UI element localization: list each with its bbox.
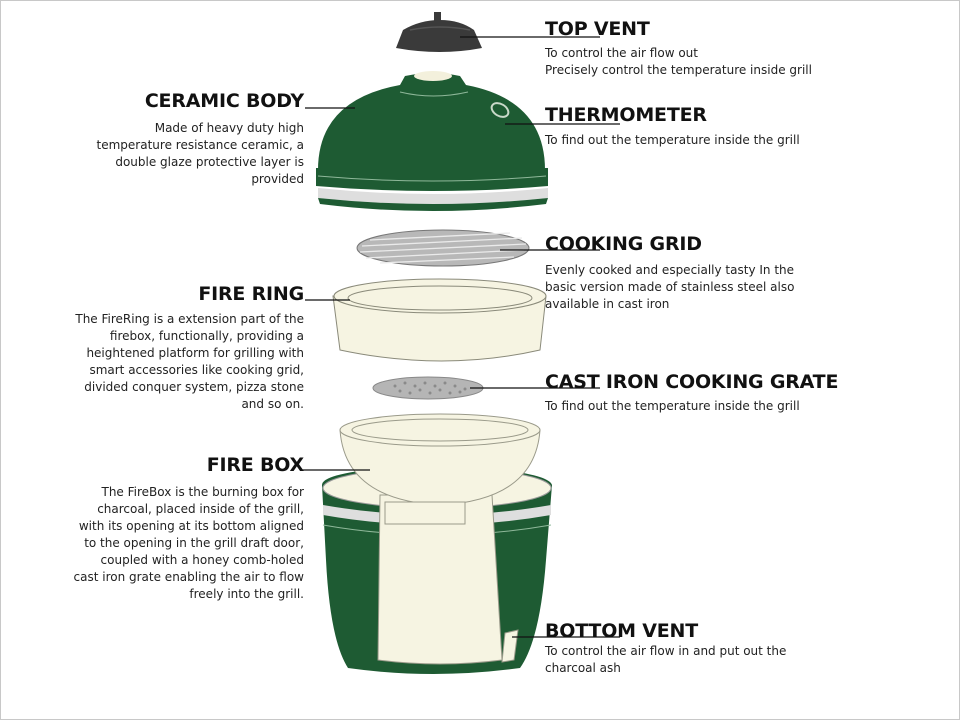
ceramic-body-title: CERAMIC BODY	[144, 90, 304, 112]
thermometer-desc: To find out the temperature inside the g…	[545, 133, 800, 147]
fire-ring-desc: The FireRing is a extension part of the …	[75, 312, 304, 411]
cooking-grid-title: COOKING GRID	[545, 233, 702, 255]
top-vent-desc: To control the air flow out Precisely co…	[545, 46, 812, 77]
bottom-vent-desc: To control the air flow in and put out t…	[545, 644, 787, 675]
cast-iron-grate-title: CAST IRON COOKING GRATE	[545, 371, 839, 393]
top-vent-icon	[396, 12, 482, 52]
cast-iron-grate-desc: To find out the temperature inside the g…	[545, 399, 800, 413]
fire-ring-title: FIRE RING	[198, 283, 304, 305]
fire-ring-icon	[332, 278, 547, 362]
fire-box-title: FIRE BOX	[206, 454, 304, 476]
fire-box-desc: The FireBox is the burning box for charc…	[73, 485, 304, 601]
top-vent-title: TOP VENT	[545, 18, 650, 40]
bottom-vent-title: BOTTOM VENT	[545, 620, 699, 642]
cast-iron-grate-icon	[372, 376, 484, 400]
fire-box-base-icon	[322, 413, 552, 674]
ceramic-body-desc: Made of heavy duty high temperature resi…	[96, 121, 304, 186]
thermometer-title: THERMOMETER	[545, 104, 707, 126]
ceramic-dome-icon	[316, 71, 548, 211]
cooking-grid-desc: Evenly cooked and especially tasty In th…	[545, 263, 795, 311]
cooking-grid-icon	[356, 229, 530, 267]
